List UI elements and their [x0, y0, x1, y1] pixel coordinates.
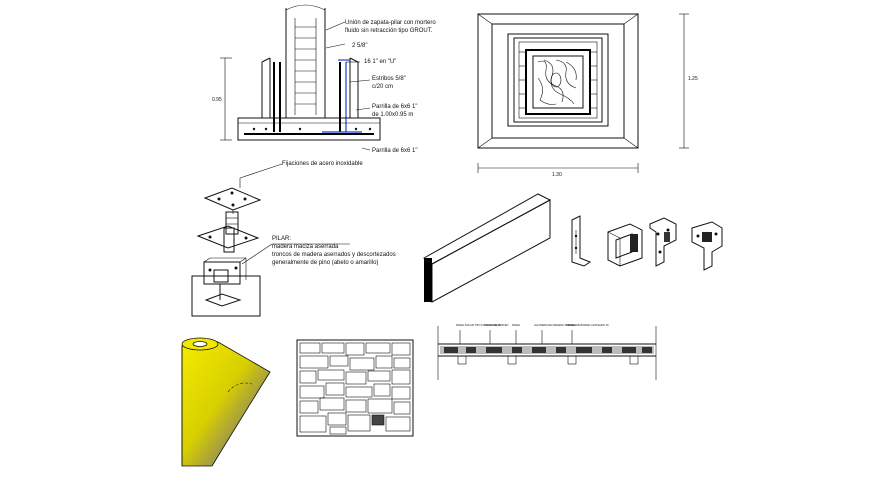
strip-label-4: JALONERA DE MADERA TRATADA: [534, 323, 576, 327]
label-material: madera maciza aserrada: [272, 244, 339, 250]
dim-plan-width: 1.30: [552, 172, 562, 178]
label-bars: 2 5/8": [352, 43, 367, 49]
dim-section-height: 0.95: [212, 97, 222, 103]
label-grid-size: de 1.00x0.95 m: [372, 112, 413, 118]
label-species: generalmente de pino (abeto o amarillo): [272, 260, 378, 266]
dim-plan-height: 1.25: [688, 76, 698, 82]
note-grout: fluido sin retracción tipo GROUT.: [345, 28, 433, 34]
label-fixings: Fijaciones de acero inoxidable: [282, 161, 363, 167]
strip-label-2: CALZO DE SOSTEN: [484, 323, 508, 327]
strip-label-1: PANEL SOLAR TIPO FOTOVOLTAICO: [456, 323, 501, 327]
footing-section-drawing: [220, 4, 381, 151]
strip-label-3: PANEL: [512, 323, 521, 327]
footing-plan-drawing: [477, 13, 689, 173]
label-u-bars: 16 1" en "U": [364, 59, 396, 65]
section-strip-drawing: [437, 326, 657, 380]
membrane-roll-drawing: [181, 337, 271, 467]
label-logs: troncos de madera aserrados y descorteza…: [272, 252, 396, 258]
timber-beam-drawing: [423, 193, 552, 303]
strip-label-5: PIEDRA DE BORDE CANTEADO 15: [566, 323, 609, 327]
post-base-drawing: [191, 163, 350, 317]
stone-wall-drawing: [296, 339, 414, 437]
note-union: Unión de zapata-pilar con mortero: [345, 20, 436, 26]
label-stirrup-spacing: c/20 cm: [372, 84, 393, 90]
label-stirrups: Estribos 5/8": [372, 76, 406, 82]
label-pilar: PILAR:: [272, 236, 291, 242]
label-grid-bottom: Parrilla de 6x6 1": [372, 148, 418, 154]
metal-brackets-drawing: [571, 215, 723, 271]
label-grid: Parrilla de 6x6 1": [372, 104, 418, 110]
